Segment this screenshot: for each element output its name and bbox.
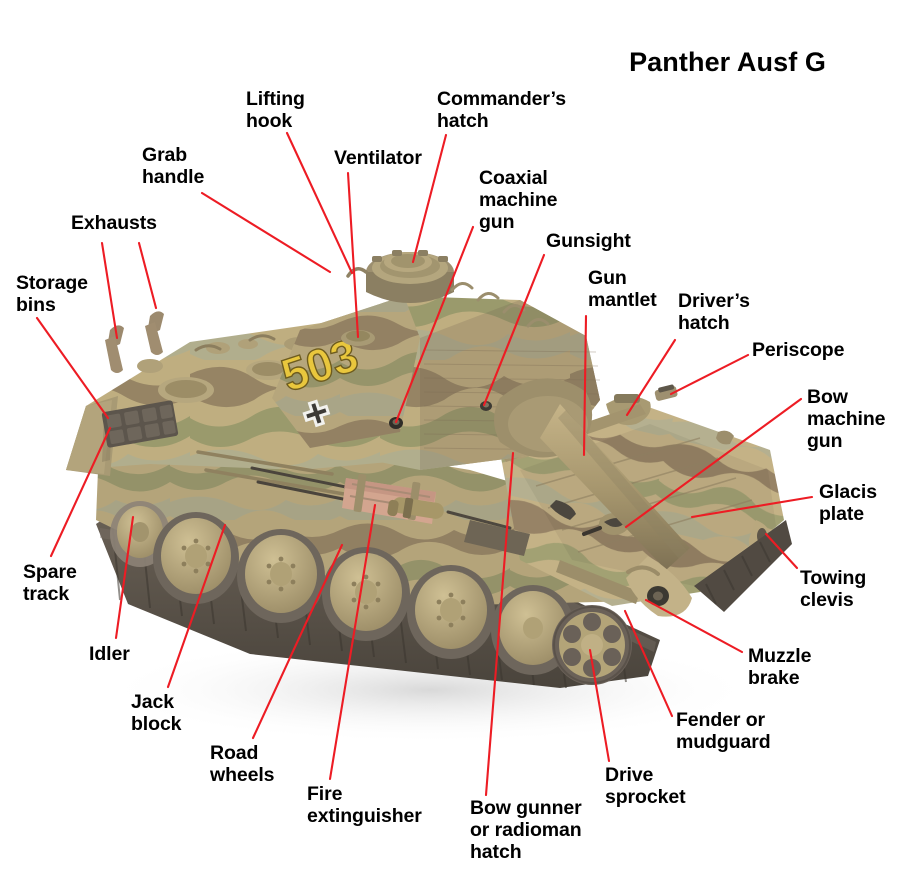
periscope — [654, 384, 678, 401]
callout-label-exhausts: Exhausts — [71, 212, 157, 234]
road-wheel — [153, 512, 239, 604]
page-title: Panther Ausf G — [629, 47, 826, 77]
callout-label-drivers-hatch: Driver’s hatch — [678, 290, 750, 334]
callout-label-muzzle-brake: Muzzle brake — [748, 645, 812, 689]
callout-label-gun-mantlet: Gun mantlet — [588, 267, 657, 311]
callout-label-periscope: Periscope — [752, 339, 845, 361]
callout-label-grab-handle: Grab handle — [142, 144, 205, 188]
callout-label-coaxial-machine-gun: Coaxial machine gun — [479, 167, 558, 233]
callout-label-drive-sprocket: Drive sprocket — [605, 764, 686, 808]
callout-label-bow-gunner-hatch: Bow gunner or radioman hatch — [470, 797, 582, 863]
callout-label-idler: Idler — [89, 643, 130, 665]
road-wheel — [407, 565, 495, 659]
coaxial-machine-gun — [389, 417, 403, 429]
callout-label-gunsight: Gunsight — [546, 230, 631, 252]
tow-hook-left — [550, 500, 576, 520]
road-wheel — [237, 529, 325, 623]
spare-track-links — [101, 400, 179, 448]
engine-deck-fittings — [137, 333, 342, 403]
callout-label-commanders-hatch: Commander’s hatch — [437, 88, 566, 132]
callout-label-fender-or-mudguard: Fender or mudguard — [676, 709, 771, 753]
drive-sprocket — [552, 605, 632, 685]
lifting-hook — [346, 267, 368, 278]
callout-label-glacis-plate: Glacis plate — [819, 481, 877, 525]
exhausts — [105, 311, 164, 373]
callout-label-bow-machine-gun: Bow machine gun — [807, 386, 886, 452]
callout-label-lifting-hook: Lifting hook — [246, 88, 305, 132]
storage-bins — [66, 400, 112, 474]
ventilator — [341, 330, 375, 346]
callout-label-jack-block: Jack block — [131, 691, 182, 735]
fire-extinguisher — [387, 497, 444, 519]
callout-label-spare-track: Spare track — [23, 561, 77, 605]
callout-label-towing-clevis: Towing clevis — [800, 567, 867, 611]
callout-label-road-wheels: Road wheels — [210, 742, 275, 786]
balkenkreuz-insignia — [302, 399, 331, 428]
callout-label-storage-bins: Storage bins — [16, 272, 88, 316]
gunsight — [480, 401, 492, 411]
road-wheel — [322, 547, 410, 641]
commanders-cupola — [346, 250, 454, 303]
callout-label-fire-extinguisher: Fire extinguisher — [307, 783, 422, 827]
callout-label-ventilator: Ventilator — [334, 147, 422, 169]
